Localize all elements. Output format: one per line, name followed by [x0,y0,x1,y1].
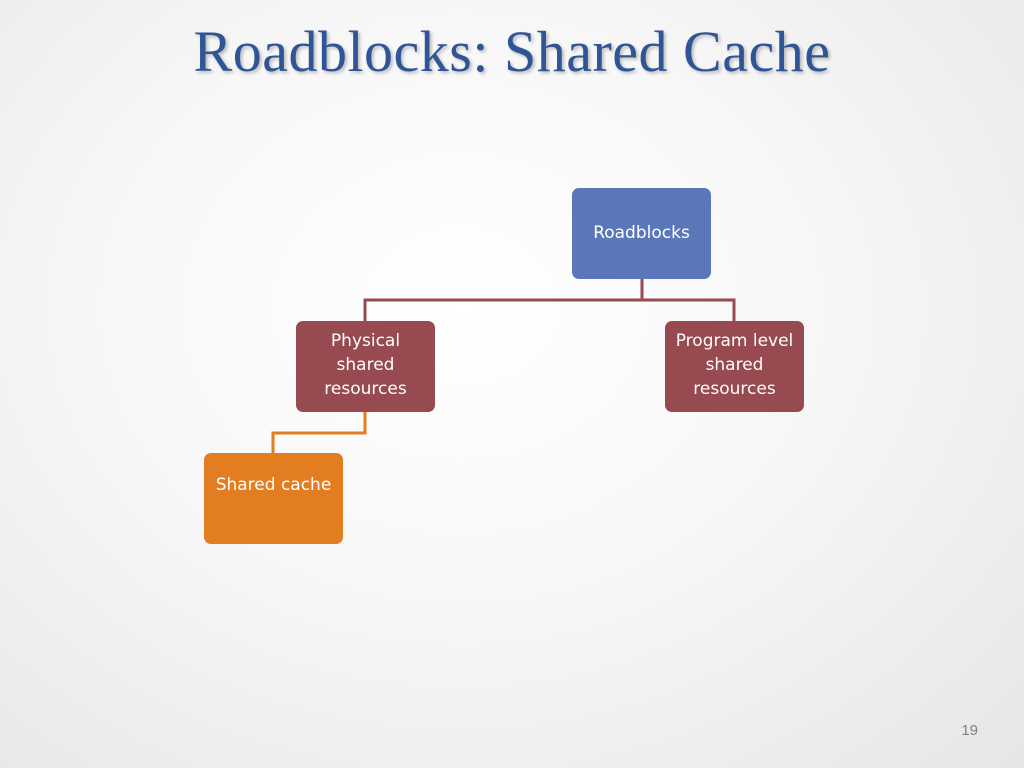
node-roadblocks-label: Roadblocks [593,223,690,243]
slide-title: Roadblocks: Shared Cache [193,19,831,84]
connector-physical-to-cache [271,412,367,453]
node-roadblocks: Roadblocks [572,188,711,279]
node-shared-cache-label: Shared cache [215,475,332,495]
connector-horizontal-bar [363,298,736,321]
node-shared-cache: Shared cache [204,453,343,544]
node-program-level-shared-resources-label: Program level shared resources [675,331,794,399]
node-physical-shared-resources: Physical shared resources [296,321,435,412]
page-number: 19 [961,722,978,739]
node-physical-shared-resources-label: Physical shared resources [324,331,407,399]
node-program-level-shared-resources: Program level shared resources [665,321,804,412]
